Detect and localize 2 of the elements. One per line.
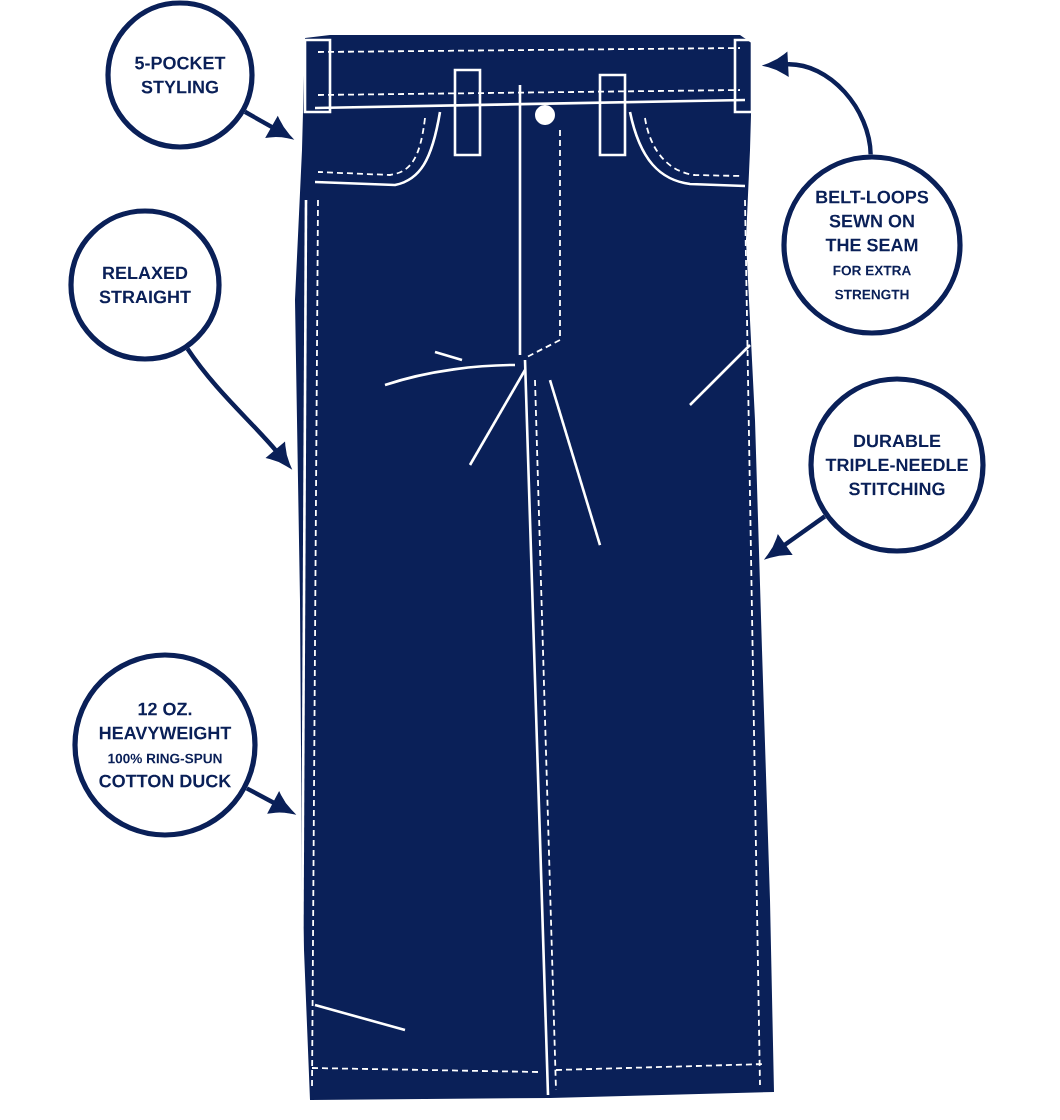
leader-arrow xyxy=(185,347,290,467)
jeans-drawing xyxy=(295,35,774,1100)
